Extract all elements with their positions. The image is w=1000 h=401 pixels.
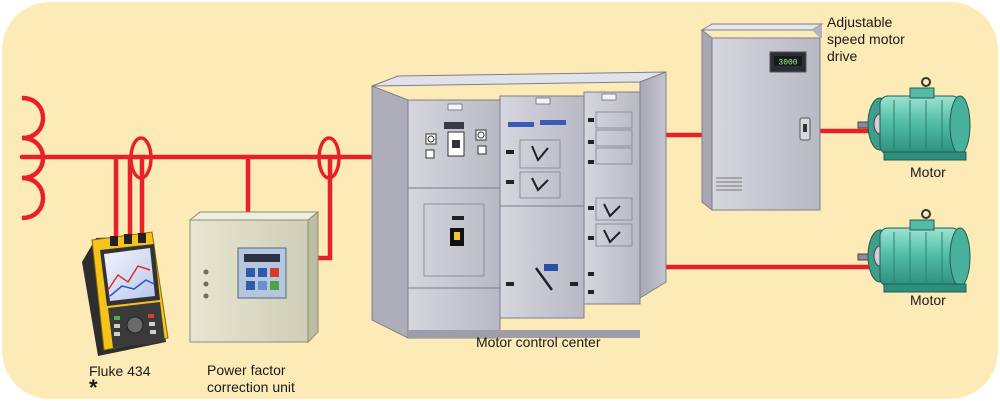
motor-bottom-label: Motor [910,292,946,308]
current-clamp-icon [129,136,153,180]
power-factor-label: Power factor correction unit [207,362,295,396]
fluke-asterisk-mark: * [89,375,98,400]
fluke-434-analyzer [82,231,169,356]
motor-control-center-label: Motor control center [476,334,601,350]
adjustable-drive-label: Adjustable speed motor drive [827,14,905,65]
adjustable-drive-label-line-2: speed motor [827,31,905,47]
current-clamp-icon [317,136,341,180]
adjustable-drive-label-line-1: Adjustable [827,14,893,30]
transformer-coil-icon [21,95,46,221]
motor-bottom [857,209,971,293]
motor-control-center [371,71,667,339]
power-factor-label-line-1: Power factor [207,362,286,378]
wiring [19,128,873,270]
fluke-label: Fluke 434 [89,363,151,379]
motor-top [857,77,971,161]
adjustable-drive-label-line-3: drive [827,48,858,64]
drive-display-readout: 3000 [778,59,797,68]
motor-top-label: Motor [910,164,946,180]
adjustable-speed-drive: 3000 [700,23,824,212]
power-factor-label-line-2: correction unit [207,379,295,395]
power-factor-correction-unit [188,210,320,344]
